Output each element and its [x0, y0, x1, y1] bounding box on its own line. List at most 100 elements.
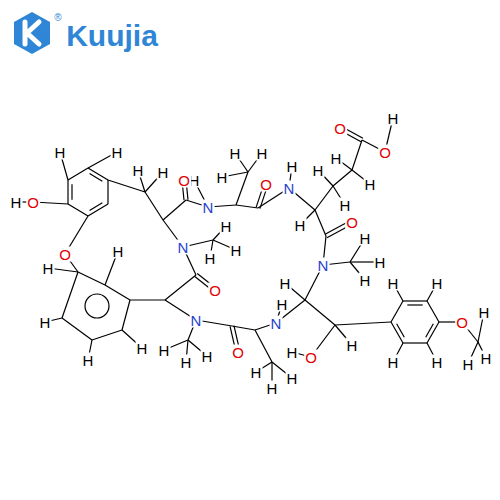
bond-line	[105, 285, 130, 300]
bond-line	[90, 174, 103, 182]
atom-label: H	[82, 353, 95, 368]
atom-label: H	[112, 244, 125, 259]
bond-line	[62, 318, 92, 340]
atom-label: H	[312, 163, 325, 178]
atom-label: H	[230, 243, 243, 258]
bond-line	[335, 322, 391, 325]
atom-label: H	[364, 177, 377, 192]
atom-label: O	[58, 247, 72, 262]
bond-line	[145, 192, 163, 220]
atom-label: H	[387, 111, 400, 126]
bond-line	[315, 186, 333, 210]
bond-line	[315, 210, 326, 236]
atom-label: H	[54, 145, 67, 160]
bond-line	[108, 180, 145, 192]
atom-label: H	[387, 355, 400, 370]
bond-line	[403, 300, 427, 301]
atom-label: H	[286, 371, 299, 386]
bond-line	[426, 324, 434, 337]
atom-label: H	[266, 381, 279, 396]
bond-line	[68, 168, 88, 180]
bond-line	[90, 203, 103, 211]
atom-label: H	[346, 338, 359, 353]
bond-line	[107, 180, 108, 204]
bond-line	[67, 180, 68, 204]
atom-label: H	[216, 170, 229, 185]
atom-label: O	[333, 121, 347, 136]
logo-hexagon	[14, 12, 50, 54]
atom-label: H	[294, 218, 307, 233]
atom-label: O	[231, 345, 245, 360]
bond-line	[333, 170, 352, 186]
atom-label: H	[229, 146, 242, 161]
logo-k-glyph	[25, 22, 39, 44]
atom-label: H	[286, 345, 299, 360]
atom-label: N	[283, 181, 296, 196]
atom-label: H	[250, 365, 263, 380]
logo-text: Kuujia	[65, 21, 159, 51]
bond-line	[427, 301, 439, 322]
atom-label: H	[157, 165, 170, 180]
bond-line	[92, 330, 122, 340]
atom-label: H	[111, 145, 124, 160]
atom-label: H	[478, 305, 491, 320]
atom-label: H	[279, 276, 292, 291]
bond-line	[62, 272, 78, 318]
bond-line	[255, 330, 272, 362]
atom-label: H	[286, 159, 299, 174]
bond-line	[165, 275, 196, 300]
atom-label: N	[317, 258, 330, 273]
atom-label: H	[431, 355, 444, 370]
atom-label: H	[256, 146, 269, 161]
bond-line	[71, 184, 72, 199]
bond-line	[163, 200, 186, 220]
bond-line	[78, 272, 105, 285]
atom-label: H	[204, 251, 217, 266]
atom-label: O	[378, 145, 392, 160]
atom-label: H	[359, 273, 372, 288]
bond-line	[407, 304, 422, 305]
bond-line	[403, 342, 427, 343]
atom-label: N	[202, 200, 215, 215]
atom-label: H	[201, 349, 214, 364]
atom-label: H	[10, 195, 23, 210]
atom-label: H	[339, 198, 352, 213]
aromatic-circle	[85, 294, 109, 318]
atom-label: H	[374, 255, 387, 270]
atom-label: H	[158, 343, 171, 358]
bond-line	[305, 300, 335, 325]
bond-line	[130, 299, 165, 300]
atom-label: H	[132, 163, 145, 178]
bond-line	[236, 205, 258, 208]
atom-label: N	[270, 316, 283, 331]
atom-label: H	[330, 151, 343, 166]
atom-label: O	[304, 350, 318, 365]
atom-label: H	[39, 315, 52, 330]
atom-label: H	[480, 351, 493, 366]
bond-line	[391, 301, 403, 322]
atom-label: H	[180, 355, 193, 370]
bond-line	[397, 324, 405, 337]
atom-label: O	[345, 215, 359, 230]
bond-line	[122, 300, 130, 330]
atom-label: H	[462, 357, 475, 372]
bond-line	[236, 172, 248, 205]
atom-label: O	[455, 315, 469, 330]
atom-label: H	[276, 297, 289, 312]
atom-label: O	[259, 177, 273, 192]
atom-label: N	[190, 313, 203, 328]
atom-label: O	[208, 283, 222, 298]
atom-label: H	[359, 231, 372, 246]
atom-label: O	[26, 195, 40, 210]
atom-label: H	[136, 341, 149, 356]
atom-label: H	[431, 276, 444, 291]
atom-label: H	[387, 276, 400, 291]
atom-label: N	[177, 240, 190, 255]
atom-label: O	[177, 173, 191, 188]
atom-label: H	[42, 261, 55, 276]
bond-line	[352, 140, 362, 170]
atom-label: H	[220, 219, 233, 234]
